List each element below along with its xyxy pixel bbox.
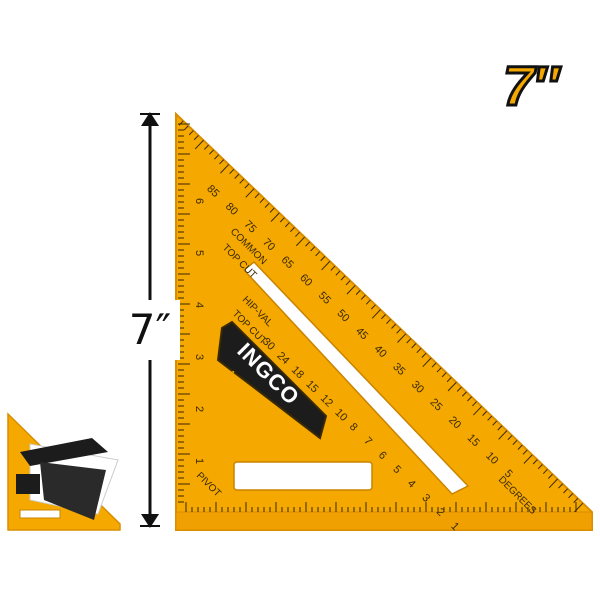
hypotenuse-tick bbox=[245, 188, 255, 198]
hypotenuse-tick bbox=[517, 444, 523, 450]
hypotenuse-tick bbox=[320, 256, 326, 262]
hypotenuse-tick bbox=[498, 430, 508, 440]
inch-number: 3 bbox=[193, 354, 205, 360]
hypotenuse-tick bbox=[229, 168, 235, 174]
hypotenuse-tick bbox=[178, 120, 184, 126]
angle-square: COMMON TOP CUT HIP-VAL TOP CUT DEGREES P… bbox=[175, 111, 593, 533]
hypotenuse-tick bbox=[289, 227, 295, 233]
hypotenuse-tick bbox=[254, 193, 260, 199]
hypotenuse-tick bbox=[397, 333, 407, 343]
hypotenuse-tick bbox=[219, 159, 225, 165]
hypotenuse-tick bbox=[295, 236, 305, 247]
inch-number: 1 bbox=[193, 458, 205, 464]
hypotenuse-tick bbox=[487, 415, 493, 421]
hypotenuse-tick bbox=[335, 270, 341, 276]
hypotenuse-tick bbox=[512, 439, 518, 445]
hypotenuse-tick bbox=[568, 493, 574, 499]
hypotenuse-tick bbox=[447, 381, 457, 392]
inch-number: 2 bbox=[193, 406, 205, 412]
base-slot bbox=[233, 461, 373, 491]
hypotenuse-tick bbox=[431, 362, 437, 368]
hypotenuse-tick bbox=[269, 207, 275, 213]
hypotenuse-tick bbox=[264, 202, 270, 208]
hypotenuse-tick bbox=[204, 144, 209, 150]
hypotenuse-tick bbox=[472, 406, 483, 416]
hypotenuse-tick bbox=[573, 498, 579, 504]
hypotenuse-tick bbox=[188, 130, 194, 136]
hypotenuse-tick bbox=[547, 473, 553, 479]
hypotenuse-tick bbox=[214, 154, 219, 160]
product-thumbnail bbox=[7, 412, 121, 531]
hypotenuse-tick bbox=[330, 265, 336, 271]
hypotenuse-tick bbox=[523, 454, 533, 464]
hypotenuse-tick bbox=[193, 135, 199, 141]
hypotenuse-tick bbox=[467, 396, 472, 402]
hypotenuse-tick bbox=[391, 323, 397, 329]
hypotenuse-tick bbox=[406, 338, 412, 344]
hypotenuse-tick bbox=[436, 367, 442, 373]
hypotenuse-tick bbox=[239, 178, 245, 184]
inch-numbers: 1 2 3 4 5 6 bbox=[193, 198, 205, 464]
hypotenuse-tick bbox=[360, 294, 366, 300]
hypotenuse-tick bbox=[456, 386, 462, 392]
hypotenuse-tick bbox=[396, 328, 402, 334]
hypotenuse-tick bbox=[411, 343, 417, 349]
hypotenuse-tick bbox=[305, 241, 311, 247]
base-ruler-ticks bbox=[185, 502, 577, 512]
hypotenuse-tick bbox=[532, 459, 538, 465]
hypotenuse-tick bbox=[386, 318, 391, 324]
hypotenuse-tick bbox=[422, 357, 432, 368]
hypotenuse-tick bbox=[482, 410, 488, 416]
hypotenuse-tick bbox=[209, 149, 214, 155]
inch-number: 6 bbox=[193, 198, 205, 204]
size-badge: 7″ bbox=[502, 53, 561, 118]
hypotenuse-tick bbox=[345, 280, 351, 286]
hypotenuse-tick bbox=[537, 464, 543, 470]
hypotenuse-tick bbox=[340, 275, 346, 281]
hypotenuse-tick bbox=[370, 304, 376, 310]
hypotenuse-tick bbox=[548, 478, 558, 489]
inch-number: 4 bbox=[193, 302, 205, 308]
hypotenuse-tick bbox=[563, 488, 568, 494]
hypotenuse-tick bbox=[416, 348, 422, 354]
left-ruler-ticks bbox=[178, 123, 190, 503]
hypotenuse-tick bbox=[371, 309, 381, 319]
hypotenuse-tick bbox=[279, 217, 285, 223]
hypotenuse-tick bbox=[310, 246, 316, 252]
hypotenuse-tick bbox=[355, 289, 361, 295]
hypotenuse-tick bbox=[315, 251, 321, 257]
hypotenuse-tick bbox=[346, 285, 356, 295]
hypotenuse-tick bbox=[441, 372, 447, 378]
hypotenuse-tick bbox=[284, 222, 290, 228]
hypotenuse-tick bbox=[365, 299, 371, 305]
hypotenuse-tick bbox=[244, 183, 250, 189]
hypotenuse-tick bbox=[446, 377, 452, 383]
hypotenuse-tick bbox=[194, 139, 204, 150]
hypotenuse-tick bbox=[497, 425, 503, 431]
inch-number: 5 bbox=[193, 250, 205, 256]
hypotenuse-tick bbox=[472, 401, 477, 407]
hypotenuse-tick bbox=[421, 352, 427, 358]
hypotenuse-tick bbox=[295, 231, 300, 237]
hypotenuse-tick bbox=[234, 173, 240, 179]
hypotenuse-tick bbox=[542, 468, 548, 475]
hypotenuse-tick bbox=[259, 197, 265, 204]
dimension-label: 7″ bbox=[120, 300, 180, 360]
diagonal-slot bbox=[242, 260, 470, 495]
hypotenuse-ruler-ticks bbox=[178, 120, 584, 513]
hypotenuse-tick bbox=[183, 125, 189, 131]
hypotenuse-tick bbox=[381, 314, 386, 320]
hypotenuse-tick bbox=[321, 260, 331, 271]
hypotenuse-tick bbox=[507, 435, 513, 441]
hypotenuse-tick bbox=[558, 483, 563, 489]
hypotenuse-tick bbox=[270, 212, 280, 222]
hypotenuse-tick bbox=[522, 449, 528, 455]
hypotenuse-tick bbox=[492, 420, 498, 426]
hypotenuse-tick bbox=[220, 164, 230, 174]
hypotenuse-tick bbox=[461, 391, 467, 397]
